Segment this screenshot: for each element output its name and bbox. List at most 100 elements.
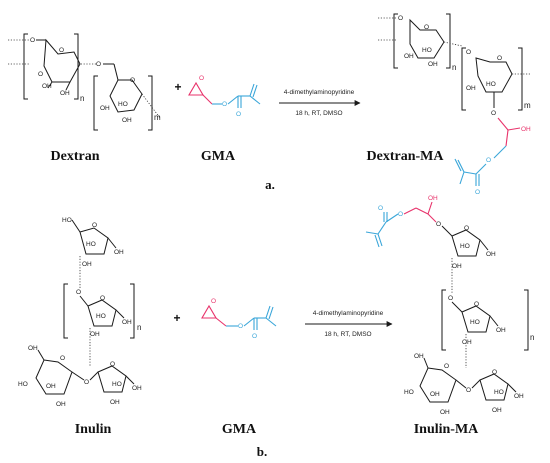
hydroxyl-label: OH [132, 385, 142, 392]
glucose-ring [43, 38, 81, 83]
glucose-ring [409, 18, 445, 59]
catalyst-label: 4-dimethylaminopyridine [284, 89, 355, 96]
repeat-bracket-left [23, 33, 28, 100]
repeat-n-subscript: n [530, 333, 534, 342]
ring-oxygen: O [100, 295, 105, 302]
hydroxyl-label: OH [492, 407, 502, 414]
ring-oxygen: O [130, 77, 135, 84]
gma-label: GMA [201, 149, 236, 164]
glucose-ring [109, 79, 143, 113]
repeat-bracket-right [74, 33, 79, 100]
repeat-bracket-right [524, 289, 529, 351]
hydroxyl-label: HO [404, 389, 414, 396]
hydroxyl-label: HO [422, 47, 432, 54]
panel-b-label: b. [257, 444, 267, 459]
hydroxyl-label: OH [56, 401, 66, 408]
hydroxyl-label: HO [18, 381, 28, 388]
hydroxyl-label: OH [521, 126, 531, 133]
ester-oxygen: O [238, 323, 243, 330]
hydroxyl-label: OH [404, 53, 414, 60]
ring-oxygen: O [474, 301, 479, 308]
oxygen-atom: O [448, 295, 453, 302]
carbonyl-oxygen: O [236, 111, 241, 118]
hydroxyl-label: OH [82, 261, 92, 268]
dextran-label: Dextran [51, 149, 100, 164]
hydroxyl-label: OH [110, 399, 120, 406]
hydroxyl-label: OH [428, 195, 438, 202]
plus-sign: + [174, 80, 181, 94]
oxygen-atom: O [398, 15, 403, 22]
oxygen-atom: O [38, 71, 43, 78]
hydroxyl-label: OH [42, 83, 52, 90]
hydroxyl-label: OH [440, 409, 450, 416]
ring-oxygen: O [92, 222, 97, 229]
ring-oxygen: O [59, 47, 64, 54]
dextran-ma-label: Dextran-MA [367, 149, 445, 164]
ring-oxygen: O [444, 363, 449, 370]
repeat-bracket-right [130, 283, 135, 339]
repeat-bracket-right [518, 47, 523, 111]
hydroxyl-label: HO [470, 319, 480, 326]
panel-a: O O O OH OH n O O OH HO OH m Dextran [8, 13, 531, 196]
hydroxyl-label: OH [462, 339, 472, 346]
hydroxyl-label: OH [90, 331, 100, 338]
hydroxyl-label: OH [100, 105, 110, 112]
hydroxyl-label: HO [96, 313, 106, 320]
ring-oxygen: O [60, 355, 65, 362]
oxygen-atom: O [466, 49, 471, 56]
inulin-ma-structure: O O OH O O HO OH OH [365, 195, 534, 416]
repeat-bracket-left [441, 289, 446, 351]
panel-a-label: a. [265, 177, 275, 192]
inulin-label: Inulin [75, 422, 112, 437]
hydroxyl-label: OH [430, 391, 440, 398]
ring-oxygen: O [497, 55, 502, 62]
repeat-bracket-left [393, 13, 398, 69]
hydroxyl-label: HO [460, 243, 470, 250]
oxygen-atom: O [436, 221, 441, 228]
glucose-ring [419, 367, 457, 403]
ring-oxygen: O [492, 369, 497, 376]
hydroxyl-label: OH [28, 345, 38, 352]
inulin-ma-label: Inulin-MA [414, 422, 479, 437]
epoxide-oxygen: O [199, 75, 204, 82]
repeat-n-subscript: n [137, 323, 141, 332]
carbonyl-oxygen: O [378, 205, 383, 212]
oxygen-atom: O [30, 37, 35, 44]
carbonyl-oxygen: O [252, 333, 257, 340]
repeat-bracket-left [93, 75, 98, 131]
epoxide-ring [201, 304, 217, 319]
hydroxyl-label: OH [122, 319, 132, 326]
ester-oxygen: O [222, 101, 227, 108]
hydroxyl-label: OH [452, 263, 462, 270]
dextran-ma-structure: O O OH HO OH n O O OH HO m O OH O [378, 13, 531, 196]
hydroxyl-label: HO [86, 241, 96, 248]
epoxide-ring [188, 81, 204, 96]
fructose-ring [461, 305, 491, 333]
ester-oxygen: O [486, 157, 491, 164]
repeat-bracket-right [148, 75, 153, 131]
catalyst-label: 4-dimethylaminopyridine [313, 310, 384, 317]
panel-b: HO O HO OH OH O O HO OH OH n OH [18, 195, 534, 459]
fructose-ring [479, 373, 509, 401]
hydroxyl-label: HO [486, 81, 496, 88]
hydroxyl-label: HO [62, 217, 72, 224]
oxygen-atom: O [76, 289, 81, 296]
hydroxyl-label: OH [46, 383, 56, 390]
hydroxyl-label: OH [496, 327, 506, 334]
fructose-ring [451, 229, 481, 257]
fructose-ring [87, 299, 117, 327]
hydroxyl-label: OH [428, 61, 438, 68]
hydroxyl-label: OH [466, 85, 476, 92]
glucose-ring [35, 359, 73, 395]
hydroxyl-label: OH [514, 393, 524, 400]
gma-structure: O O O [188, 75, 261, 118]
repeat-bracket-left [63, 283, 68, 339]
repeat-bracket-right [446, 13, 451, 69]
hydroxyl-label: HO [118, 101, 128, 108]
fructose-ring [97, 365, 127, 393]
glycosidic-oxygen: O [466, 387, 471, 394]
hydroxyl-label: OH [122, 117, 132, 124]
conditions-label: 18 h, RT, DMSO [295, 110, 342, 117]
gma-structure: O O O [201, 298, 277, 340]
